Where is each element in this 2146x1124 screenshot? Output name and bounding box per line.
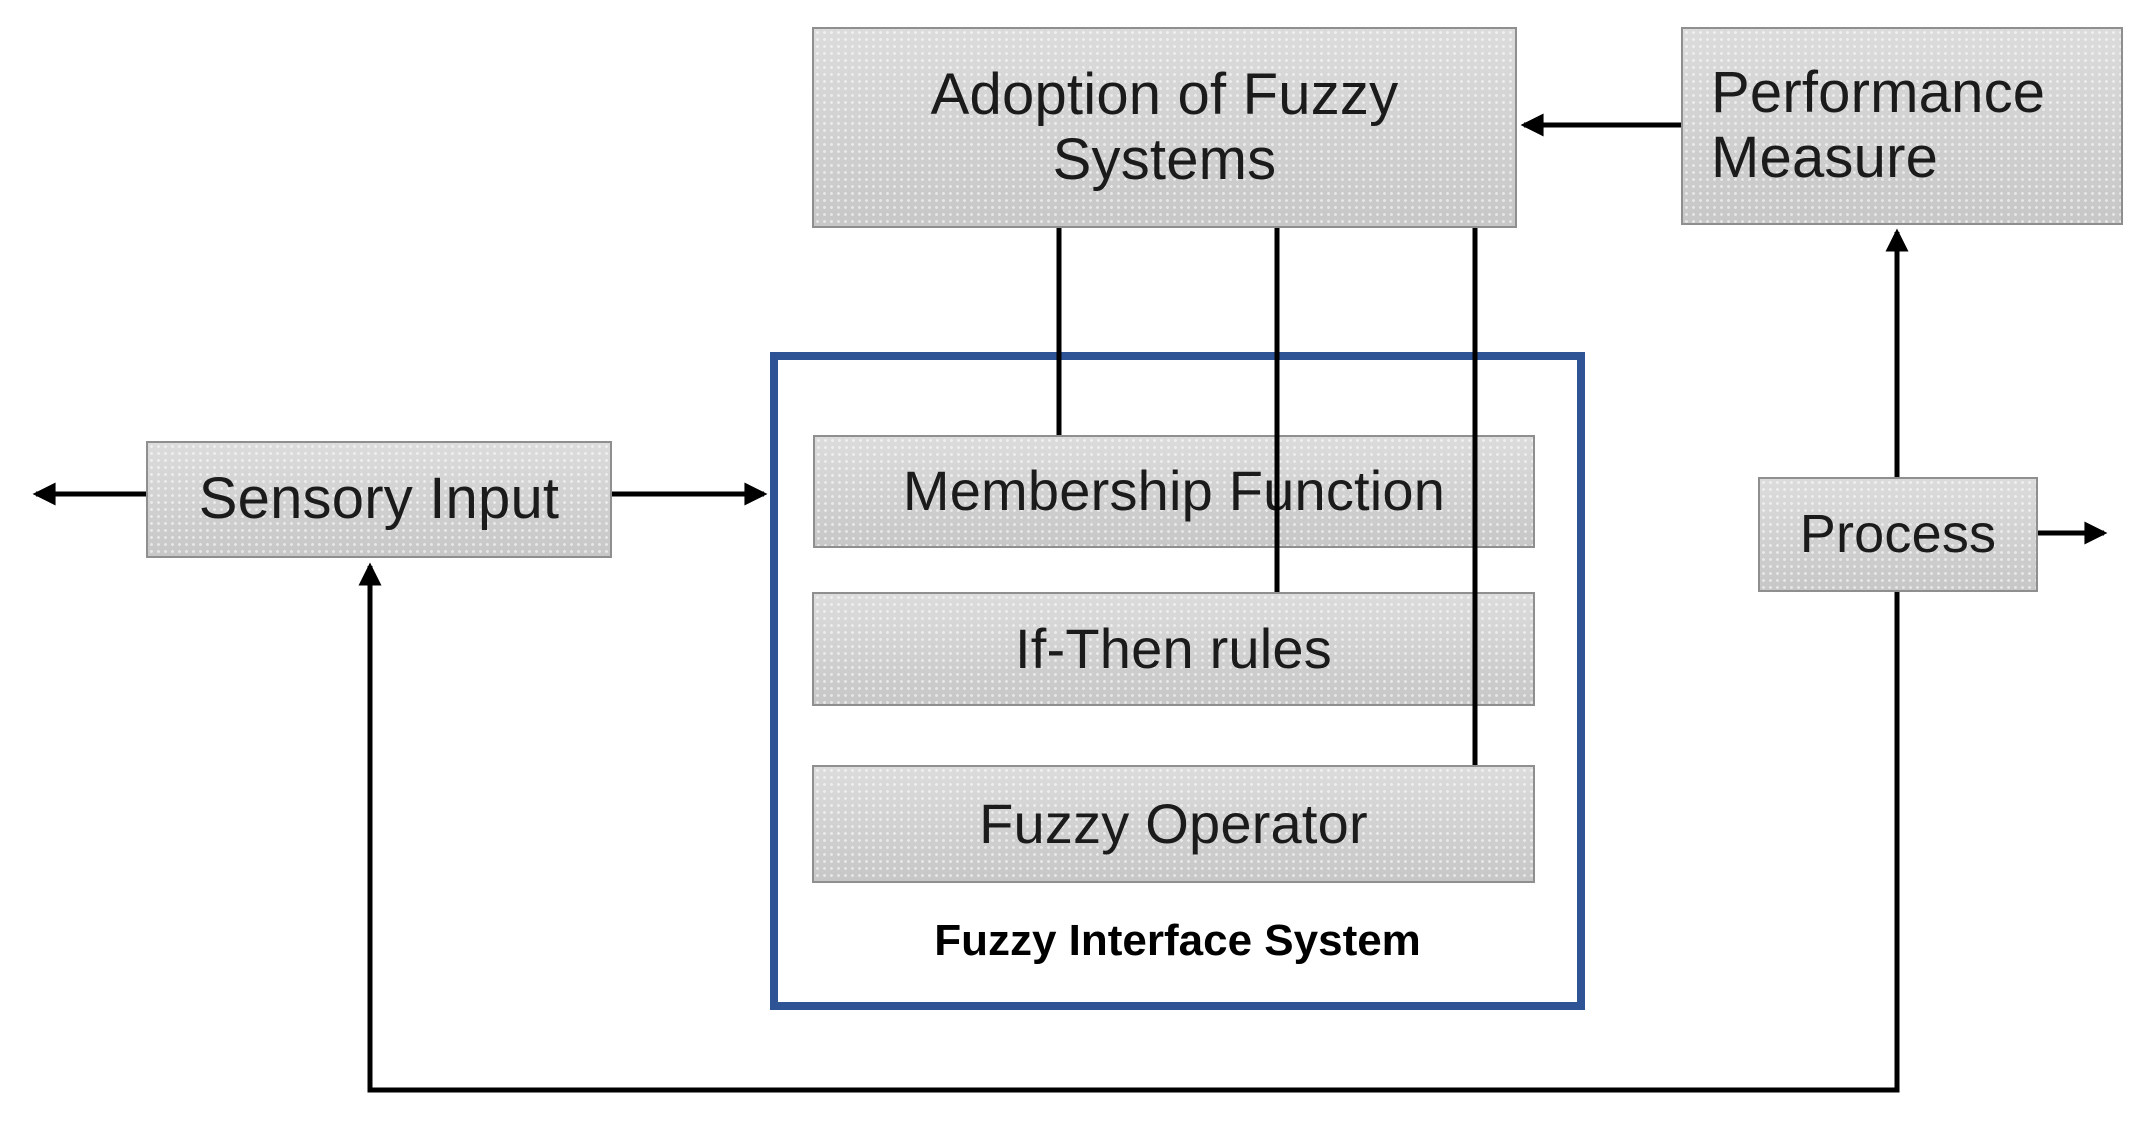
node-label: Fuzzy Operator	[979, 791, 1368, 855]
node-label: Sensory Input	[198, 466, 560, 532]
node-label: Adoption of Fuzzy Systems	[930, 61, 1399, 192]
node-process: Process	[1758, 477, 2038, 592]
node-fuzzy-operator: Fuzzy Operator	[812, 765, 1535, 883]
node-performance-measure: Performance Measure	[1681, 27, 2123, 225]
node-membership-function: Membership Function	[813, 435, 1535, 548]
node-label: Membership Function	[902, 459, 1446, 523]
node-label: If-Then rules	[1015, 616, 1332, 680]
container-caption-text: Fuzzy Interface System	[934, 916, 1421, 965]
node-sensory-input: Sensory Input	[146, 441, 612, 558]
node-label: Performance Measure	[1711, 60, 2046, 190]
node-adoption-of-fuzzy-systems: Adoption of Fuzzy Systems	[812, 27, 1517, 228]
node-label: Process	[1799, 504, 1997, 565]
node-if-then-rules: If-Then rules	[812, 592, 1535, 706]
container-caption: Fuzzy Interface System	[770, 916, 1585, 966]
